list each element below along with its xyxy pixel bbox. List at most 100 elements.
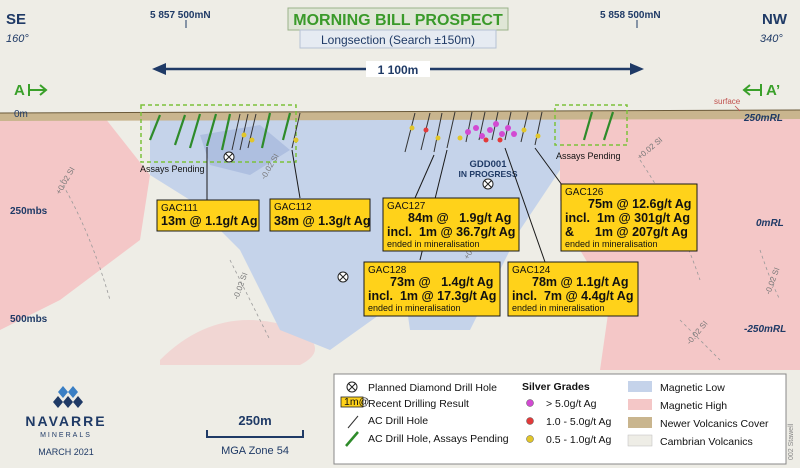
- callout-gac126-note: ended in mineralisation: [565, 239, 658, 249]
- right-direction: NW: [762, 11, 788, 28]
- span-arrow-left-head: [152, 63, 166, 75]
- callout-gac111-hole: GAC111: [161, 203, 198, 214]
- planned-dd-holes: [223, 151, 494, 283]
- callout-gac127-line-2: incl. 1m @ 36.7g/t Ag: [387, 225, 515, 239]
- depth-500: 500mbs: [10, 314, 48, 325]
- assays-pending-box-right: [554, 104, 628, 146]
- assays-pending-box-left: [140, 104, 297, 163]
- rl-250: 250mRL: [743, 113, 783, 124]
- callout-gac127-note: ended in mineralisation: [387, 239, 480, 249]
- callout-gac126-line-1: 75m @ 12.6g/t Ag: [588, 197, 691, 211]
- rl-minus-250: -250mRL: [744, 324, 786, 335]
- magnetic-high-lower: [160, 320, 315, 365]
- planned-hole-name: GDD001: [470, 159, 508, 170]
- legend-silver-low-icon: [526, 435, 534, 443]
- legend-ac-hole-icon: [347, 415, 359, 429]
- callout-gac124-note: ended in mineralisation: [512, 303, 605, 313]
- left-direction: SE: [6, 11, 26, 28]
- callout-gac127-line-1: 84m @ 1.9g/t Ag: [408, 211, 511, 225]
- ac-holes-pending: [148, 111, 615, 151]
- figure-id: 002 Stawell: [788, 423, 795, 460]
- northing-right: 5 858 500mN: [600, 10, 661, 21]
- callout-gac128-hole: GAC128: [368, 265, 407, 276]
- callout-gac111-line-1: 13m @ 1.1g/t Ag: [161, 214, 257, 228]
- callout-gac112: GAC112 38m @ 1.3g/t Ag: [269, 198, 371, 232]
- legend-ac-hole: AC Drill Hole: [368, 415, 428, 427]
- surface-label: surface: [714, 97, 741, 106]
- surface-leader: [734, 105, 741, 112]
- callout-gac112-hole: GAC112: [274, 202, 312, 213]
- legend: Planned Diamond Drill Hole 1m@ Recent Dr…: [333, 373, 787, 465]
- company-name: NAVARRE: [25, 413, 106, 429]
- section-start-arrow: [28, 84, 48, 96]
- callout-gac128-note: ended in mineralisation: [368, 303, 461, 313]
- magnetic-high-left: [0, 118, 150, 330]
- company-sub: MINERALS: [40, 432, 92, 439]
- legend-planned-dd: Planned Diamond Drill Hole: [368, 382, 497, 394]
- legend-cover-swatch: [628, 417, 652, 428]
- legend-recent-result: Recent Drilling Result: [368, 398, 469, 410]
- callout-gac126: GAC126 75m @ 12.6g/t Ag incl. 1m @ 301g/…: [560, 183, 698, 252]
- section-end-label: A’: [766, 82, 780, 99]
- span-arrow-right-head: [630, 63, 644, 75]
- figure-title: MORNING BILL PROSPECT: [293, 12, 503, 29]
- callout-gac128-line-2: incl. 1m @ 17.3g/t Ag: [368, 289, 496, 303]
- callout-gac124-line-2: incl. 7m @ 4.4g/t Ag: [512, 289, 633, 303]
- legend-ac-pending: AC Drill Hole, Assays Pending: [368, 433, 509, 445]
- callout-gac124-line-1: 78m @ 1.1g/t Ag: [532, 275, 628, 289]
- report-date: MARCH 2021: [38, 447, 94, 457]
- span-label-bg: [366, 61, 430, 77]
- logo-mark: [53, 386, 83, 408]
- callout-gac112-line-1: 38m @ 1.3g/t Ag: [274, 214, 370, 228]
- si-contours: [59, 159, 781, 361]
- callout-gac126-hole: GAC126: [565, 187, 604, 198]
- northing-left: 5 857 500mN: [150, 10, 211, 21]
- legend-silver-high-icon: [526, 399, 534, 407]
- left-bearing: 160°: [6, 33, 29, 45]
- legend-silver-low: 0.5 - 1.0g/t Ag: [546, 434, 612, 446]
- legend-mag-high-swatch: [628, 399, 652, 410]
- figure-subtitle: Longsection (Search ±150m): [321, 33, 475, 47]
- legend-ac-pending-icon: [345, 431, 359, 447]
- callout-gac127-hole: GAC127: [387, 201, 426, 212]
- callout-gac124-hole: GAC124: [512, 265, 551, 276]
- legend-mag-high: Magnetic High: [660, 400, 727, 412]
- assays-pending-label-left: Assays Pending: [140, 164, 205, 174]
- legend-silver-title: Silver Grades: [522, 381, 590, 393]
- scale-length: 250m: [238, 413, 271, 428]
- legend-mag-low-swatch: [628, 381, 652, 392]
- span-label: 1 100m: [378, 63, 419, 77]
- callout-gac111: GAC111 13m @ 1.1g/t Ag: [156, 199, 260, 232]
- section-start-label: A: [14, 82, 25, 99]
- legend-cambrian: Cambrian Volcanics: [660, 436, 753, 448]
- silver-grade-dots: [241, 121, 541, 143]
- legend-silver-mid: 1.0 - 5.0g/t Ag: [546, 416, 612, 428]
- callout-gac126-line-2: incl. 1m @ 301g/t Ag: [565, 211, 690, 225]
- callout-gac124: GAC124 78m @ 1.1g/t Ag incl. 7m @ 4.4g/t…: [507, 261, 639, 317]
- legend-cambrian-swatch: [627, 434, 653, 447]
- legend-silver-high: > 5.0g/t Ag: [546, 398, 597, 410]
- rl-0: 0mRL: [756, 218, 784, 229]
- legend-silver-mid-icon: [526, 417, 534, 425]
- planned-hole-status: IN PROGRESS: [458, 169, 517, 179]
- legend-box: [333, 373, 787, 465]
- legend-cover: Newer Volcanics Cover: [660, 418, 769, 430]
- assays-pending-label-right: Assays Pending: [556, 151, 621, 161]
- callout-gac128-line-1: 73m @ 1.4g/t Ag: [390, 275, 493, 289]
- scale-bar-line: [206, 430, 304, 438]
- right-bearing: 340°: [760, 33, 783, 45]
- company-logo: NAVARRE MINERALS MARCH 2021: [25, 386, 106, 457]
- scale-zone: MGA Zone 54: [221, 445, 289, 457]
- depth-0: 0m: [14, 109, 28, 120]
- scale-bar: 250m MGA Zone 54: [206, 413, 304, 457]
- callout-gac126-line-3: & 1m @ 207g/t Ag: [565, 225, 688, 239]
- section-end-arrow: [742, 84, 762, 96]
- surface-line: [0, 109, 800, 114]
- legend-result-swatch: [340, 396, 364, 408]
- legend-mag-low: Magnetic Low: [660, 382, 725, 394]
- depth-250: 250mbs: [10, 206, 48, 217]
- subtitle-box: [299, 29, 497, 49]
- callout-gac128: GAC128 73m @ 1.4g/t Ag incl. 1m @ 17.3g/…: [363, 261, 501, 317]
